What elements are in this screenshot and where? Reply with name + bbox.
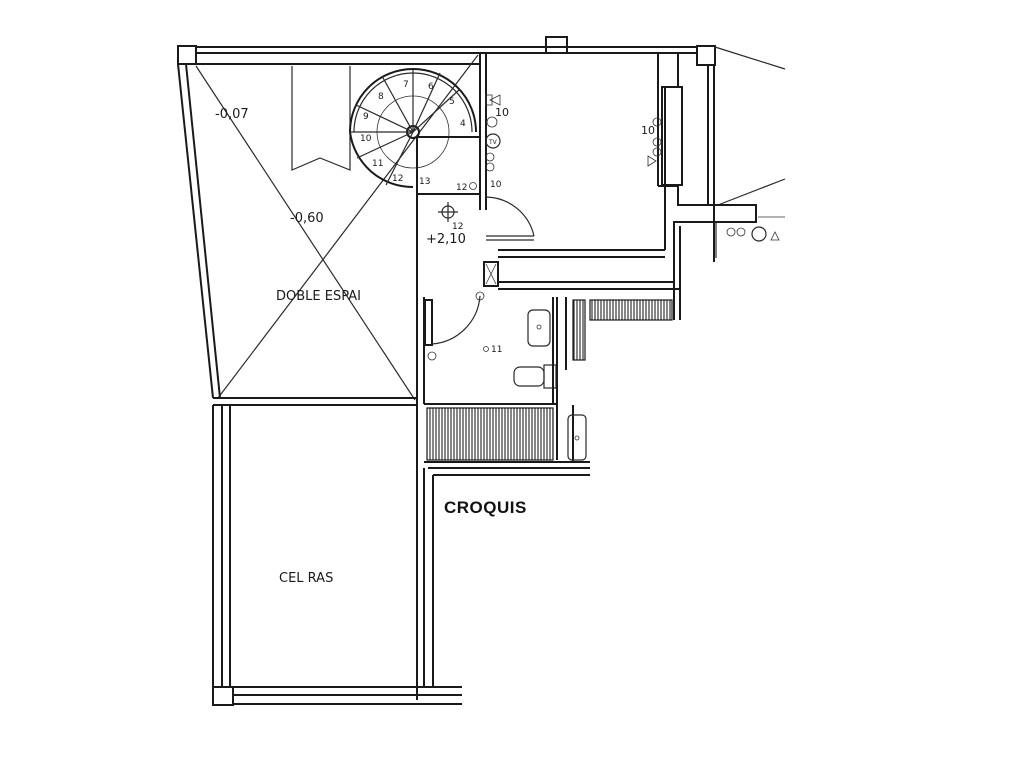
room-label-double-space: DOBLE ESPAI [276, 289, 361, 304]
plan-title: CROQUIS [444, 498, 527, 517]
switch-label: 12 [456, 183, 467, 193]
hall-electrical: 10 TV 12 10 [456, 94, 509, 193]
spiral-staircase: 4 5 6 7 8 9 10 11 12 13 [349, 68, 481, 195]
storage-hatched [426, 407, 554, 461]
step-9: 9 [363, 112, 369, 122]
tv-label: TV [488, 139, 498, 146]
toilet [513, 366, 545, 387]
step-7: 7 [403, 80, 409, 90]
hall-outlet-label: 10 [495, 106, 509, 119]
second-sink [567, 414, 587, 461]
tv-outlet-icon [485, 133, 501, 149]
level-mark-2: -0,60 [290, 211, 324, 226]
flue-outline [291, 66, 351, 171]
shaft-hatched [589, 299, 673, 321]
step-4: 4 [460, 119, 466, 129]
step-13: 13 [419, 177, 430, 187]
bedroom-outlet-label: 10 [641, 124, 655, 137]
step-10: 10 [360, 134, 372, 144]
bathroom-door-swing [431, 295, 481, 345]
level-mark-1: -0,07 [215, 107, 249, 122]
step-8: 8 [378, 92, 384, 102]
step-12: 12 [392, 174, 403, 184]
terrace-tv-outlet-icon [751, 226, 767, 242]
chimney-block [545, 36, 568, 54]
bathroom-point-label: 11 [491, 345, 502, 355]
hall-walls: 12 +2,10 [416, 53, 680, 290]
top-wall [177, 36, 786, 206]
fixture-label: 12 [452, 222, 463, 232]
flat-ceiling-area: CEL RAS [212, 405, 590, 706]
sink [527, 309, 551, 347]
phone-outlet-icon [647, 155, 657, 167]
room-label-flat-ceiling: CEL RAS [279, 571, 333, 586]
switch-label-2: 10 [490, 180, 502, 190]
step-11: 11 [372, 159, 383, 169]
bathroom: 11 [416, 290, 673, 700]
terrace-electrical [715, 216, 785, 258]
step-5: 5 [449, 97, 455, 107]
step-6: 6 [428, 82, 434, 92]
level-mark-3: +2,10 [426, 232, 466, 247]
double-height-area: -0,07 -0,60 DOBLE ESPAI [177, 54, 479, 406]
bedroom: 10 [641, 53, 757, 320]
door-swing [485, 196, 535, 237]
